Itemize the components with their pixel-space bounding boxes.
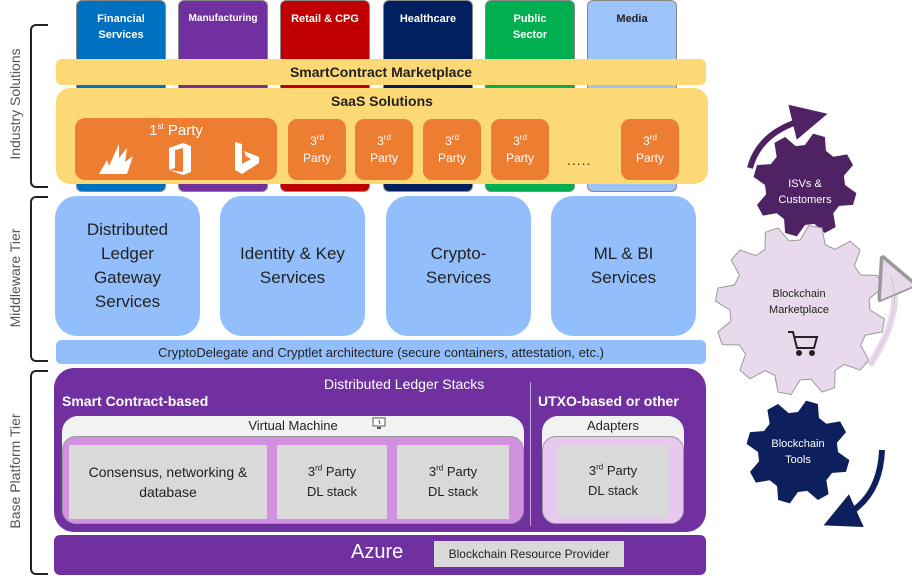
blockchain-resource-provider: Blockchain Resource Provider xyxy=(434,541,624,567)
adapters-label: Adapters xyxy=(586,418,640,433)
bing-icon xyxy=(235,142,259,174)
adapters-panel: Adapters 3rd Party DL stack xyxy=(542,416,684,524)
distributed-ledger-stacks: Distributed Ledger Stacks Smart Contract… xyxy=(54,368,706,532)
consensus-box: Consensus, networking & database xyxy=(69,445,267,519)
tier-label-industry: Industry Solutions xyxy=(7,48,23,160)
vm-inner: Consensus, networking & database 3rd Par… xyxy=(62,436,524,524)
base-bracket xyxy=(30,370,48,575)
industry-bracket xyxy=(30,24,48,188)
industry-label: Healthcare xyxy=(399,13,457,25)
service-label: ML & BI Services xyxy=(590,244,657,287)
smartcontract-marketplace: SmartContract Marketplace xyxy=(56,59,706,85)
first-party-box: 1st Party xyxy=(75,118,277,180)
azure-bar: Azure Blockchain Resource Provider xyxy=(54,535,706,575)
gear-isvs xyxy=(753,133,857,237)
gear-label-isvs: ISVs & Customers xyxy=(778,178,832,206)
third-party-dl-stack: 3rd Party DL stack xyxy=(557,445,669,517)
tier-label-middleware: Middleware Tier xyxy=(7,228,23,328)
arrow-isvs-icon xyxy=(747,104,828,169)
service-label: Identity & Key Services xyxy=(240,244,345,287)
dynamics-icon xyxy=(99,144,133,174)
smart-contract-label: Smart Contract-based xyxy=(62,393,209,409)
industry-label: Public Sector xyxy=(512,13,548,41)
virtual-machine-label: Virtual Machine xyxy=(248,418,338,433)
industry-label: Retail & CPG xyxy=(291,13,359,25)
saas-title: SaaS Solutions xyxy=(331,93,433,109)
industry-label: Financial Services xyxy=(97,13,145,41)
service-identity-key: Identity & Key Services xyxy=(220,196,365,336)
third-party-dl-stack: 3rd Party DL stack xyxy=(277,445,387,519)
gear-label-tools: Blockchain Tools xyxy=(771,438,825,466)
service-label: Crypto-Services xyxy=(425,244,492,287)
more-ellipsis: ..... xyxy=(567,152,592,168)
service-label: Distributed Ledger Gateway Services xyxy=(86,220,169,311)
shopping-cart-icon xyxy=(788,331,819,356)
dls-title: Distributed Ledger Stacks xyxy=(324,376,485,392)
office-icon xyxy=(169,143,191,175)
service-dl-gateway: Distributed Ledger Gateway Services xyxy=(55,196,200,336)
utxo-label: UTXO-based or other xyxy=(538,393,679,409)
gears-graphic xyxy=(714,104,912,528)
service-ml-bi: ML & BI Services xyxy=(551,196,696,336)
service-crypto: Crypto-Services xyxy=(386,196,531,336)
cryptodelegate-bar: CryptoDelegate and Cryptlet architecture… xyxy=(56,340,706,364)
gear-label-marketplace: Blockchain Marketplace xyxy=(769,288,829,316)
arrow-tools-icon xyxy=(823,449,885,528)
third-party-dl-stack: 3rd Party DL stack xyxy=(397,445,509,519)
monitor-icon xyxy=(372,417,386,429)
industry-label: Manufacturing xyxy=(188,13,258,24)
industry-label: Media xyxy=(616,13,648,25)
azure-label: Azure xyxy=(351,541,404,563)
divider xyxy=(530,382,531,526)
virtual-machine-panel: Virtual Machine Consensus, networking & … xyxy=(62,416,524,524)
middleware-bracket xyxy=(30,196,48,362)
gear-tools xyxy=(746,400,850,504)
first-party-label: 1st Party xyxy=(149,122,203,139)
gear-marketplace xyxy=(714,224,886,396)
adapters-inner: 3rd Party DL stack xyxy=(542,436,684,524)
tier-label-base: Base Platform Tier xyxy=(7,413,23,529)
